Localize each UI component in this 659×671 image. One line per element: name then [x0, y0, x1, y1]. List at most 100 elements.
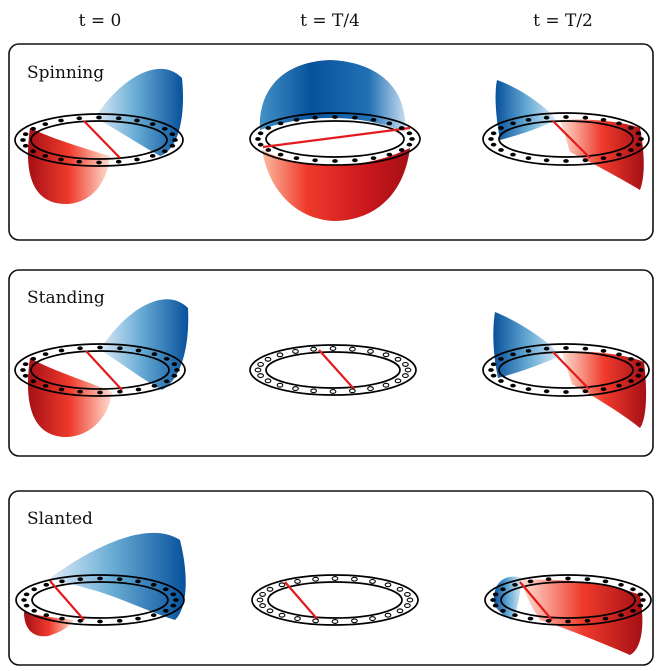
- panel-standing: Standing: [8, 269, 654, 457]
- bolt-hole: [163, 356, 170, 361]
- bolt-hole: [58, 118, 64, 123]
- bolt-hole: [312, 158, 318, 163]
- bolt-hole: [59, 616, 65, 621]
- bolt-hole: [352, 115, 358, 120]
- panel-spinning: Spinning: [8, 43, 654, 241]
- bolt-hole: [77, 577, 84, 582]
- bolt-hole: [602, 579, 609, 584]
- bolt-hole: [256, 597, 264, 603]
- ring-inner: [265, 120, 405, 158]
- bolt-hole: [115, 159, 122, 164]
- bolt-hole: [265, 148, 272, 152]
- bolt-hole: [367, 348, 374, 354]
- lobe-positive: [495, 80, 556, 140]
- bolt-hole: [254, 367, 262, 373]
- mode-standing-t0: [14, 299, 189, 438]
- bolt-hole: [20, 138, 26, 142]
- ring-inner: [498, 351, 634, 389]
- bolt-hole: [149, 122, 156, 126]
- bolt-hole: [492, 603, 499, 608]
- bolt-hole: [259, 591, 266, 597]
- ring-outer: [15, 574, 185, 626]
- bolt-hole: [135, 616, 141, 621]
- bolt-hole: [386, 121, 393, 126]
- bolt-hole: [116, 577, 123, 582]
- diameter-line: [49, 580, 85, 621]
- bolt-hole: [370, 156, 377, 161]
- bolt-hole: [638, 137, 644, 141]
- bolt-hole: [630, 587, 636, 592]
- ring-inner: [498, 120, 634, 158]
- lobe-negative: [24, 612, 74, 637]
- bolt-hole: [58, 348, 65, 353]
- bolt-hole: [135, 348, 142, 353]
- bolt-hole: [134, 157, 140, 162]
- bolt-hole: [543, 389, 550, 394]
- bolt-hole: [404, 603, 411, 609]
- ring-inner: [265, 351, 401, 389]
- ring-outer: [249, 344, 417, 396]
- bolt-hole: [116, 618, 123, 623]
- bolt-hole: [498, 126, 504, 130]
- bolt-hole: [170, 603, 177, 608]
- bolt-hole: [331, 576, 339, 581]
- lobe-positive: [50, 532, 186, 620]
- bolt-hole: [332, 115, 338, 119]
- bolt-hole: [277, 121, 284, 126]
- bolt-hole: [565, 576, 571, 581]
- diameter-line: [552, 351, 590, 390]
- bolt-hole: [498, 379, 504, 383]
- row-title-standing: Standing: [27, 288, 105, 308]
- bolt-hole: [398, 148, 405, 152]
- bolt-hole: [76, 116, 83, 121]
- bolt-hole: [150, 582, 157, 587]
- mode-standing-tT4: [249, 344, 417, 396]
- bolt-hole: [637, 603, 644, 608]
- bolt-hole: [97, 390, 103, 395]
- bolt-hole: [163, 587, 169, 592]
- bolt-hole: [293, 156, 300, 161]
- ring-inner: [500, 581, 636, 619]
- bolt-hole: [43, 613, 50, 618]
- bolt-hole: [635, 362, 642, 367]
- bolt-hole: [135, 387, 142, 392]
- bolt-hole: [163, 608, 169, 613]
- bolt-hole: [500, 608, 506, 613]
- bolt-hole: [628, 379, 634, 383]
- bolt-hole: [525, 156, 532, 161]
- bolt-hole: [20, 368, 26, 372]
- row-title-slanted: Slanted: [27, 509, 93, 529]
- bolt-hole: [312, 115, 318, 120]
- bolt-hole: [332, 159, 338, 163]
- bolt-hole: [600, 156, 607, 161]
- bolt-hole: [600, 349, 607, 353]
- bolt-hole: [135, 579, 141, 584]
- bolt-hole: [170, 592, 177, 597]
- bolt-hole: [21, 598, 27, 602]
- bolt-hole: [490, 362, 497, 367]
- bolt-hole: [151, 352, 158, 356]
- diameter-line: [284, 581, 319, 621]
- bolt-hole: [404, 591, 411, 597]
- ring-inner: [31, 581, 169, 619]
- bolt-hole: [369, 616, 376, 622]
- bolt-hole: [396, 608, 404, 614]
- bolt-hole: [257, 361, 264, 367]
- bolt-hole: [510, 352, 516, 357]
- bolt-hole: [97, 619, 103, 624]
- bolt-hole: [23, 592, 30, 597]
- bolt-hole: [329, 389, 337, 394]
- bolt-hole: [22, 362, 29, 367]
- lobe-positive: [95, 68, 184, 156]
- bolt-hole: [276, 352, 284, 358]
- bolt-hole: [351, 618, 358, 624]
- bolt-hole: [169, 132, 176, 137]
- bolt-hole: [616, 383, 622, 388]
- bolt-hole: [628, 357, 634, 361]
- bolt-hole: [266, 608, 274, 614]
- bolt-hole: [527, 579, 534, 584]
- diameter-line: [519, 581, 553, 621]
- ring-outer: [482, 343, 650, 397]
- bolt-hole: [352, 158, 358, 163]
